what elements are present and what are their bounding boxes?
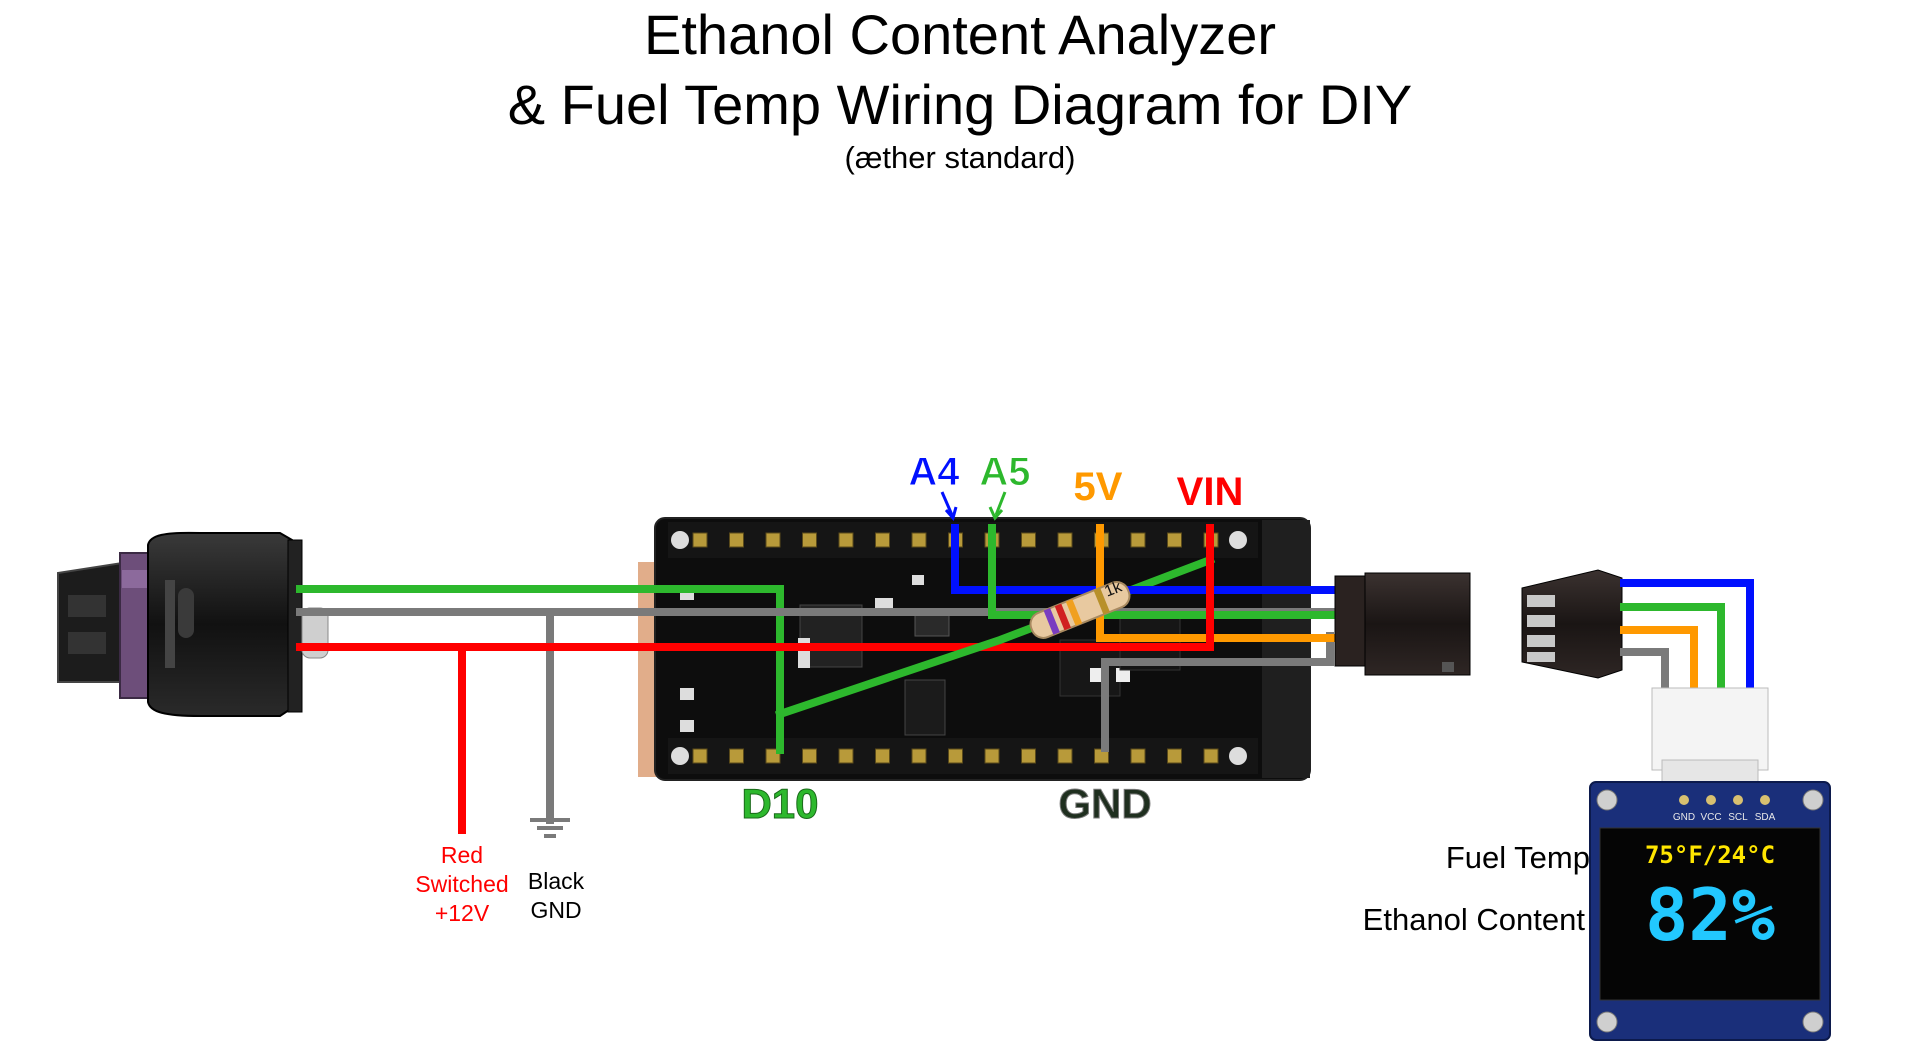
fuel-temp-label: Fuel Temp: [1446, 840, 1590, 875]
ground-symbol: [530, 818, 570, 838]
black-label-line1: Black: [528, 868, 585, 894]
header-pin: [984, 748, 1000, 764]
red-label-line2: Switched: [415, 871, 508, 897]
header-pin: [1130, 532, 1146, 548]
header-pin: [875, 532, 890, 548]
bottom-pin-header: [692, 748, 1219, 764]
header-pin: [692, 532, 708, 548]
header-pin: [1021, 748, 1036, 764]
red-label-line1: Red: [441, 842, 483, 868]
wire-green-signal-d10: [296, 585, 784, 754]
header-pin: [1057, 748, 1073, 764]
header-pin: [1167, 532, 1182, 548]
header-pin: [875, 748, 890, 764]
header-pin: [911, 748, 927, 764]
wires: [296, 524, 1344, 834]
black-ground-label: Black GND: [528, 868, 585, 923]
pin-label-d10: D10: [741, 780, 818, 827]
display-wire-gray-gnd: [1620, 648, 1669, 690]
header-pin: [838, 748, 854, 764]
wire-gray-gnd-pin: [1101, 632, 1334, 752]
header-pin: [765, 532, 781, 548]
pin-label-gnd: GND: [1058, 780, 1151, 827]
oled-pin-label-sda: SDA: [1755, 812, 1776, 823]
header-pin: [1021, 532, 1036, 548]
header-pin: [802, 532, 817, 548]
display-wire-green-scl: [1620, 603, 1725, 690]
pin-arrows: [940, 491, 1007, 522]
oled-pin-label-scl: SCL: [1728, 812, 1748, 823]
oled-pin-pad: [1733, 795, 1743, 805]
diagram-standard-note: (æther standard): [844, 140, 1076, 175]
pin-label-vin: VIN: [1177, 470, 1244, 514]
header-pin: [1167, 748, 1182, 764]
wire-green-a5: [988, 524, 1344, 619]
diagram-title: Ethanol Content Analyzer: [644, 3, 1276, 66]
header-pin: [838, 532, 854, 548]
pullup-resistor: 1k: [1029, 578, 1131, 639]
black-label-line2: GND: [530, 897, 581, 923]
display-wire-blue-sda: [1620, 579, 1754, 690]
oled-pin-label-gnd: GND: [1673, 812, 1695, 823]
diagram-subtitle: & Fuel Temp Wiring Diagram for DIY: [507, 73, 1413, 136]
oled-temp-reading: 75°F/24°C: [1645, 841, 1775, 869]
wire-orange-5v: [1096, 524, 1344, 642]
sensor-connector: [57, 531, 329, 717]
pin-label-a4: A4: [908, 450, 960, 494]
pin-label-a5: A5: [979, 450, 1030, 494]
display-wire-orange-vcc: [1620, 626, 1698, 690]
resistor-value-label: 1k: [1102, 578, 1125, 600]
oled-display-module: GND VCC SCL SDA 75°F/24°C 82%: [1589, 687, 1831, 1041]
display-jst-connector: [1521, 569, 1623, 679]
header-pin: [729, 532, 744, 548]
header-pin: [692, 748, 708, 764]
oled-pin-pad: [1679, 795, 1689, 805]
display-wires: [1620, 579, 1754, 690]
red-power-label: Red Switched +12V: [415, 842, 508, 926]
oled-pin-pad: [1760, 795, 1770, 805]
header-pin: [948, 748, 963, 764]
header-pin: [802, 748, 817, 764]
header-pin: [911, 532, 927, 548]
pin-label-5v: 5V: [1074, 465, 1123, 509]
oled-header-labels: GND VCC SCL SDA: [1673, 795, 1776, 823]
board-jst-connector: [1334, 572, 1471, 676]
header-pin: [1057, 532, 1073, 548]
header-pin: [1130, 748, 1146, 764]
header-pin: [729, 748, 744, 764]
header-pin: [1203, 748, 1219, 764]
oled-pin-pad: [1706, 795, 1716, 805]
red-label-line3: +12V: [435, 900, 490, 926]
oled-ethanol-reading: 82%: [1645, 873, 1775, 957]
oled-pin-label-vcc: VCC: [1700, 812, 1721, 823]
ethanol-content-label: Ethanol Content: [1363, 902, 1586, 937]
